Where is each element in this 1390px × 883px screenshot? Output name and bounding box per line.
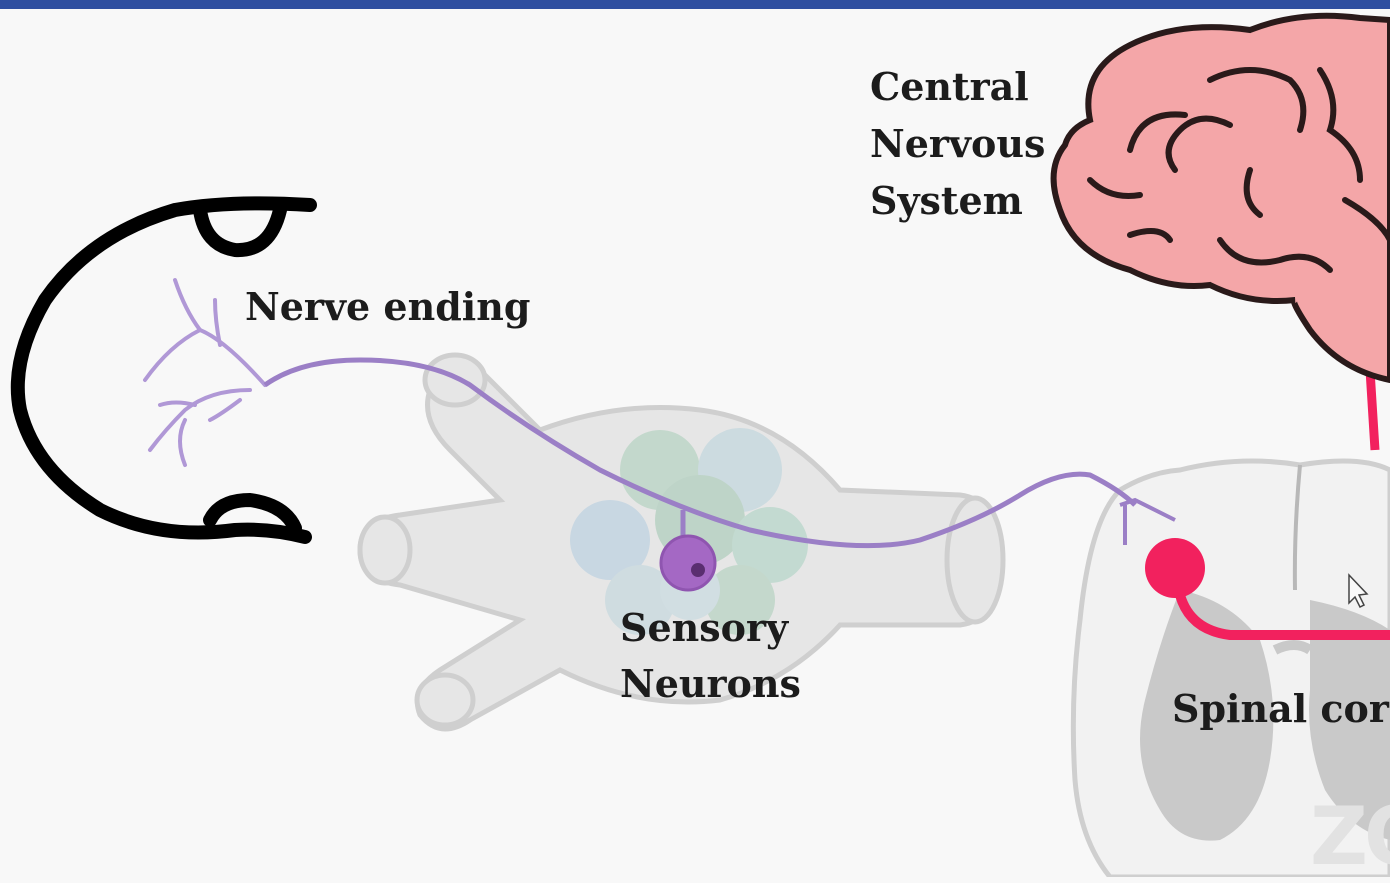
- label-cns-line: System: [870, 172, 1045, 229]
- label-cns-line: Nervous: [870, 115, 1045, 172]
- label-nerve-ending: Nerve ending: [245, 278, 530, 335]
- label-cns-line: Central: [870, 58, 1045, 115]
- label-sensory-line: Neurons: [620, 656, 801, 712]
- label-central-nervous-system: Central Nervous System: [870, 58, 1045, 229]
- label-sensory-line: Sensory: [620, 600, 801, 656]
- label-spinal-cord: Spinal cor: [1172, 680, 1389, 737]
- watermark: ZO: [1310, 790, 1390, 883]
- brain: [1054, 16, 1390, 380]
- label-sensory-neurons: Sensory Neurons: [620, 600, 801, 712]
- skin-outline: [18, 203, 310, 537]
